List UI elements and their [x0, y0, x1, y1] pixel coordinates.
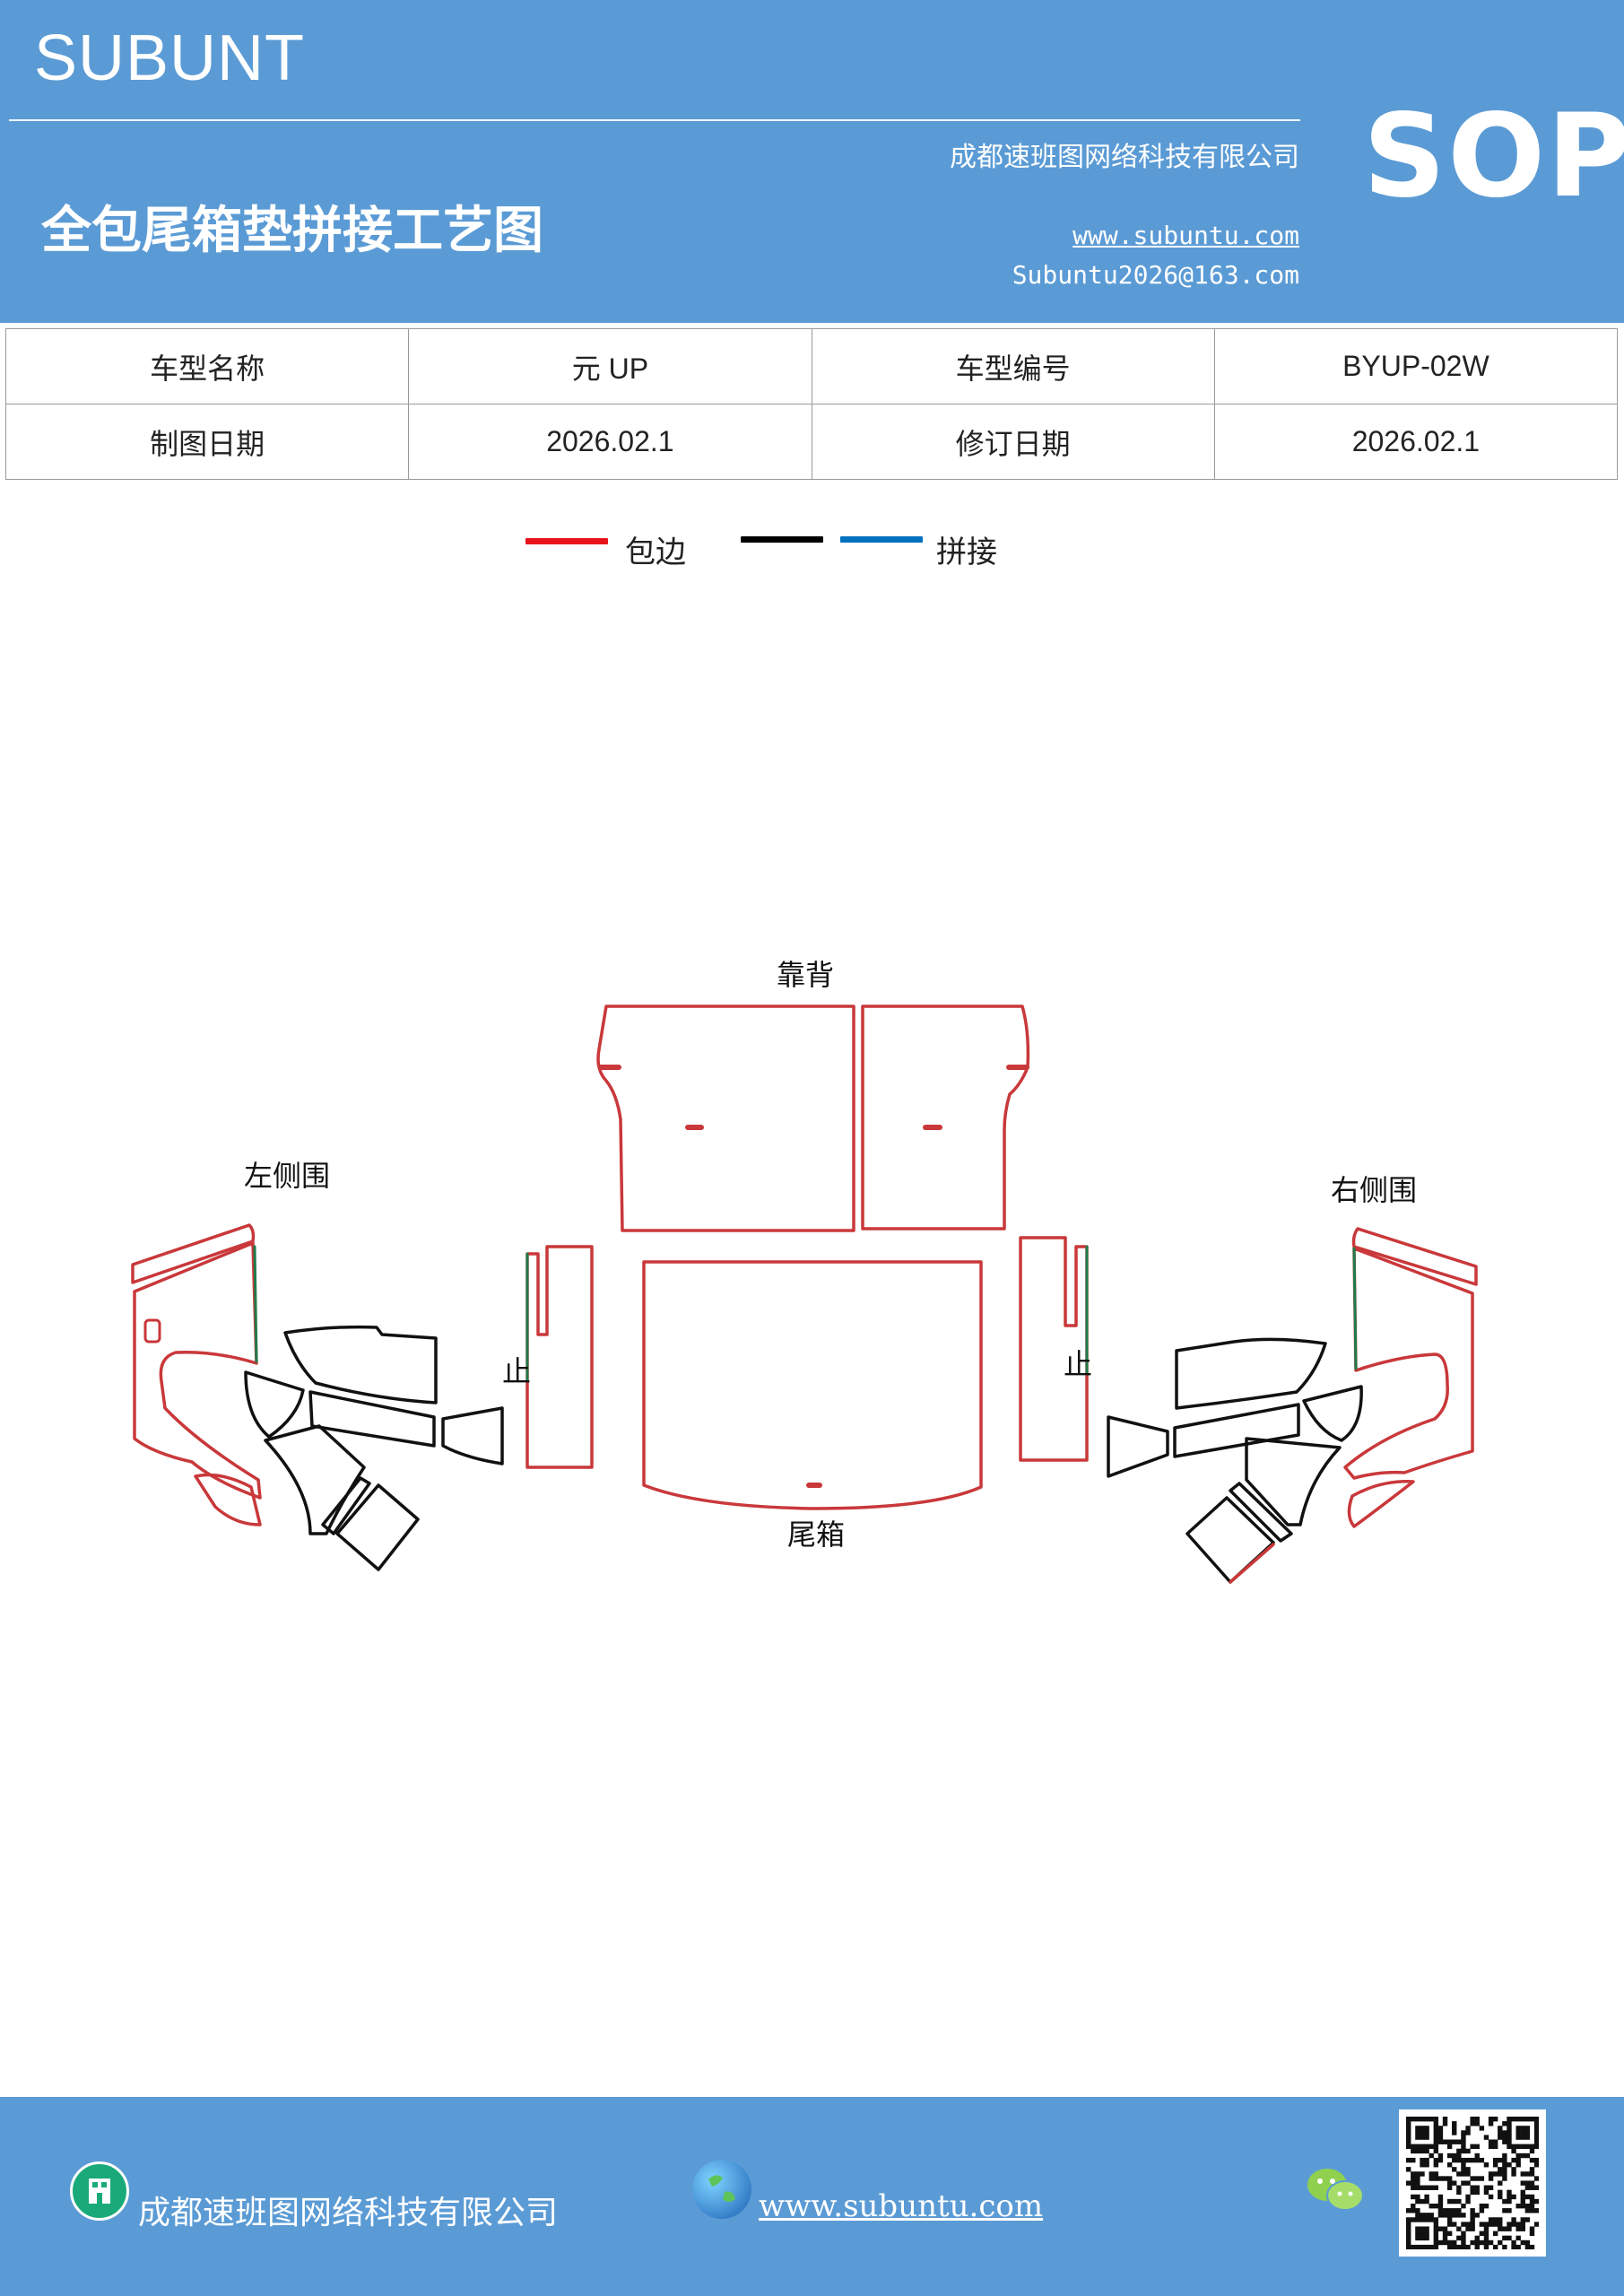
label-backrest: 靠背 — [777, 958, 834, 992]
right-side-main-panel — [1343, 1247, 1474, 1480]
trunk-floor-panel — [642, 1260, 983, 1510]
right-piece-e — [1245, 1437, 1342, 1526]
table-row: 制图日期 2026.02.1 修订日期 2026.02.1 — [4, 404, 1619, 480]
header-divider — [9, 119, 1300, 121]
left-panel-cutout — [143, 1318, 161, 1344]
right-panel-splice — [1352, 1247, 1358, 1370]
qr-code — [1399, 2109, 1546, 2257]
building-icon — [70, 2161, 129, 2221]
legend-red-label: 包边 — [625, 535, 686, 570]
sop-badge: SOP — [1363, 90, 1624, 223]
right-piece-g-edge — [1229, 1543, 1275, 1584]
revise-date-label: 修订日期 — [811, 404, 1215, 480]
right-piece-a — [1175, 1337, 1327, 1410]
right-piece-b — [1302, 1385, 1363, 1442]
footer-website-link[interactable]: www.subuntu.com — [759, 2188, 1044, 2224]
footer-banner: 成都速班图网络科技有限公司 www.subuntu.com — [0, 2097, 1624, 2296]
header-website-link[interactable]: www.subuntu.com — [1073, 221, 1299, 250]
left-piece-f — [321, 1476, 371, 1535]
left-side-main-panel — [133, 1241, 262, 1500]
left-side-strip — [525, 1245, 594, 1469]
right-piece-f — [1229, 1482, 1293, 1543]
brand-name: SUBUNT — [34, 22, 306, 94]
left-piece-d — [441, 1406, 504, 1465]
left-piece-c — [308, 1390, 436, 1448]
left-side-outer-panel — [131, 1223, 256, 1284]
right-piece-g — [1185, 1496, 1275, 1584]
right-piece-c — [1173, 1403, 1300, 1458]
model-code-label: 车型编号 — [811, 328, 1215, 404]
right-lower-flap — [1347, 1480, 1415, 1528]
header-company: 成都速班图网络科技有限公司 — [950, 142, 1299, 173]
globe-icon — [692, 2160, 751, 2219]
header-email[interactable]: Subuntu2026@163.com — [1012, 260, 1299, 290]
model-name-label: 车型名称 — [4, 328, 410, 404]
backrest-left-panel — [596, 1004, 855, 1232]
right-side-strip — [1019, 1236, 1089, 1462]
splice-diagram: 靠背 左侧围 右侧围 尾箱 止 止 — [131, 958, 1478, 1584]
draw-date-value: 2026.02.1 — [408, 404, 812, 480]
document-title: 全包尾箱垫拼接工艺图 — [41, 201, 543, 260]
right-side-outer-panel — [1351, 1227, 1478, 1286]
legend-black-line — [741, 536, 823, 543]
label-trunk: 尾箱 — [787, 1518, 845, 1552]
footer-company: 成都速班图网络科技有限公司 — [138, 2195, 559, 2231]
header-banner: SUBUNT 成都速班图网络科技有限公司 全包尾箱垫拼接工艺图 www.subu… — [0, 0, 1624, 323]
right-piece-d — [1107, 1415, 1169, 1478]
backrest-right-panel — [861, 1004, 1030, 1231]
revise-date-value: 2026.02.1 — [1213, 404, 1619, 480]
label-stop-right: 止 — [1064, 1347, 1092, 1381]
legend-red-line — [525, 538, 608, 544]
draw-date-label: 制图日期 — [4, 404, 410, 480]
table-row: 车型名称 元 UP 车型编号 BYUP-02W — [4, 328, 1619, 404]
wechat-icon[interactable] — [1304, 2163, 1367, 2217]
left-panel-splice — [253, 1245, 258, 1363]
label-right-side: 右侧围 — [1331, 1173, 1417, 1207]
legend-blue-line — [840, 536, 923, 543]
left-piece-a — [283, 1325, 438, 1405]
left-piece-b — [244, 1370, 305, 1439]
left-lower-flap — [194, 1473, 262, 1526]
left-piece-g — [335, 1483, 420, 1571]
label-stop-left: 止 — [502, 1354, 531, 1388]
line-legend: 包边 拼接 — [0, 520, 1624, 574]
label-left-side: 左侧围 — [244, 1159, 330, 1193]
model-name-value: 元 UP — [408, 328, 812, 404]
model-info-table: 车型名称 元 UP 车型编号 BYUP-02W 制图日期 2026.02.1 修… — [4, 328, 1619, 480]
left-piece-e — [264, 1424, 366, 1535]
model-code-value: BYUP-02W — [1213, 328, 1619, 404]
legend-splice-label: 拼接 — [936, 535, 997, 570]
